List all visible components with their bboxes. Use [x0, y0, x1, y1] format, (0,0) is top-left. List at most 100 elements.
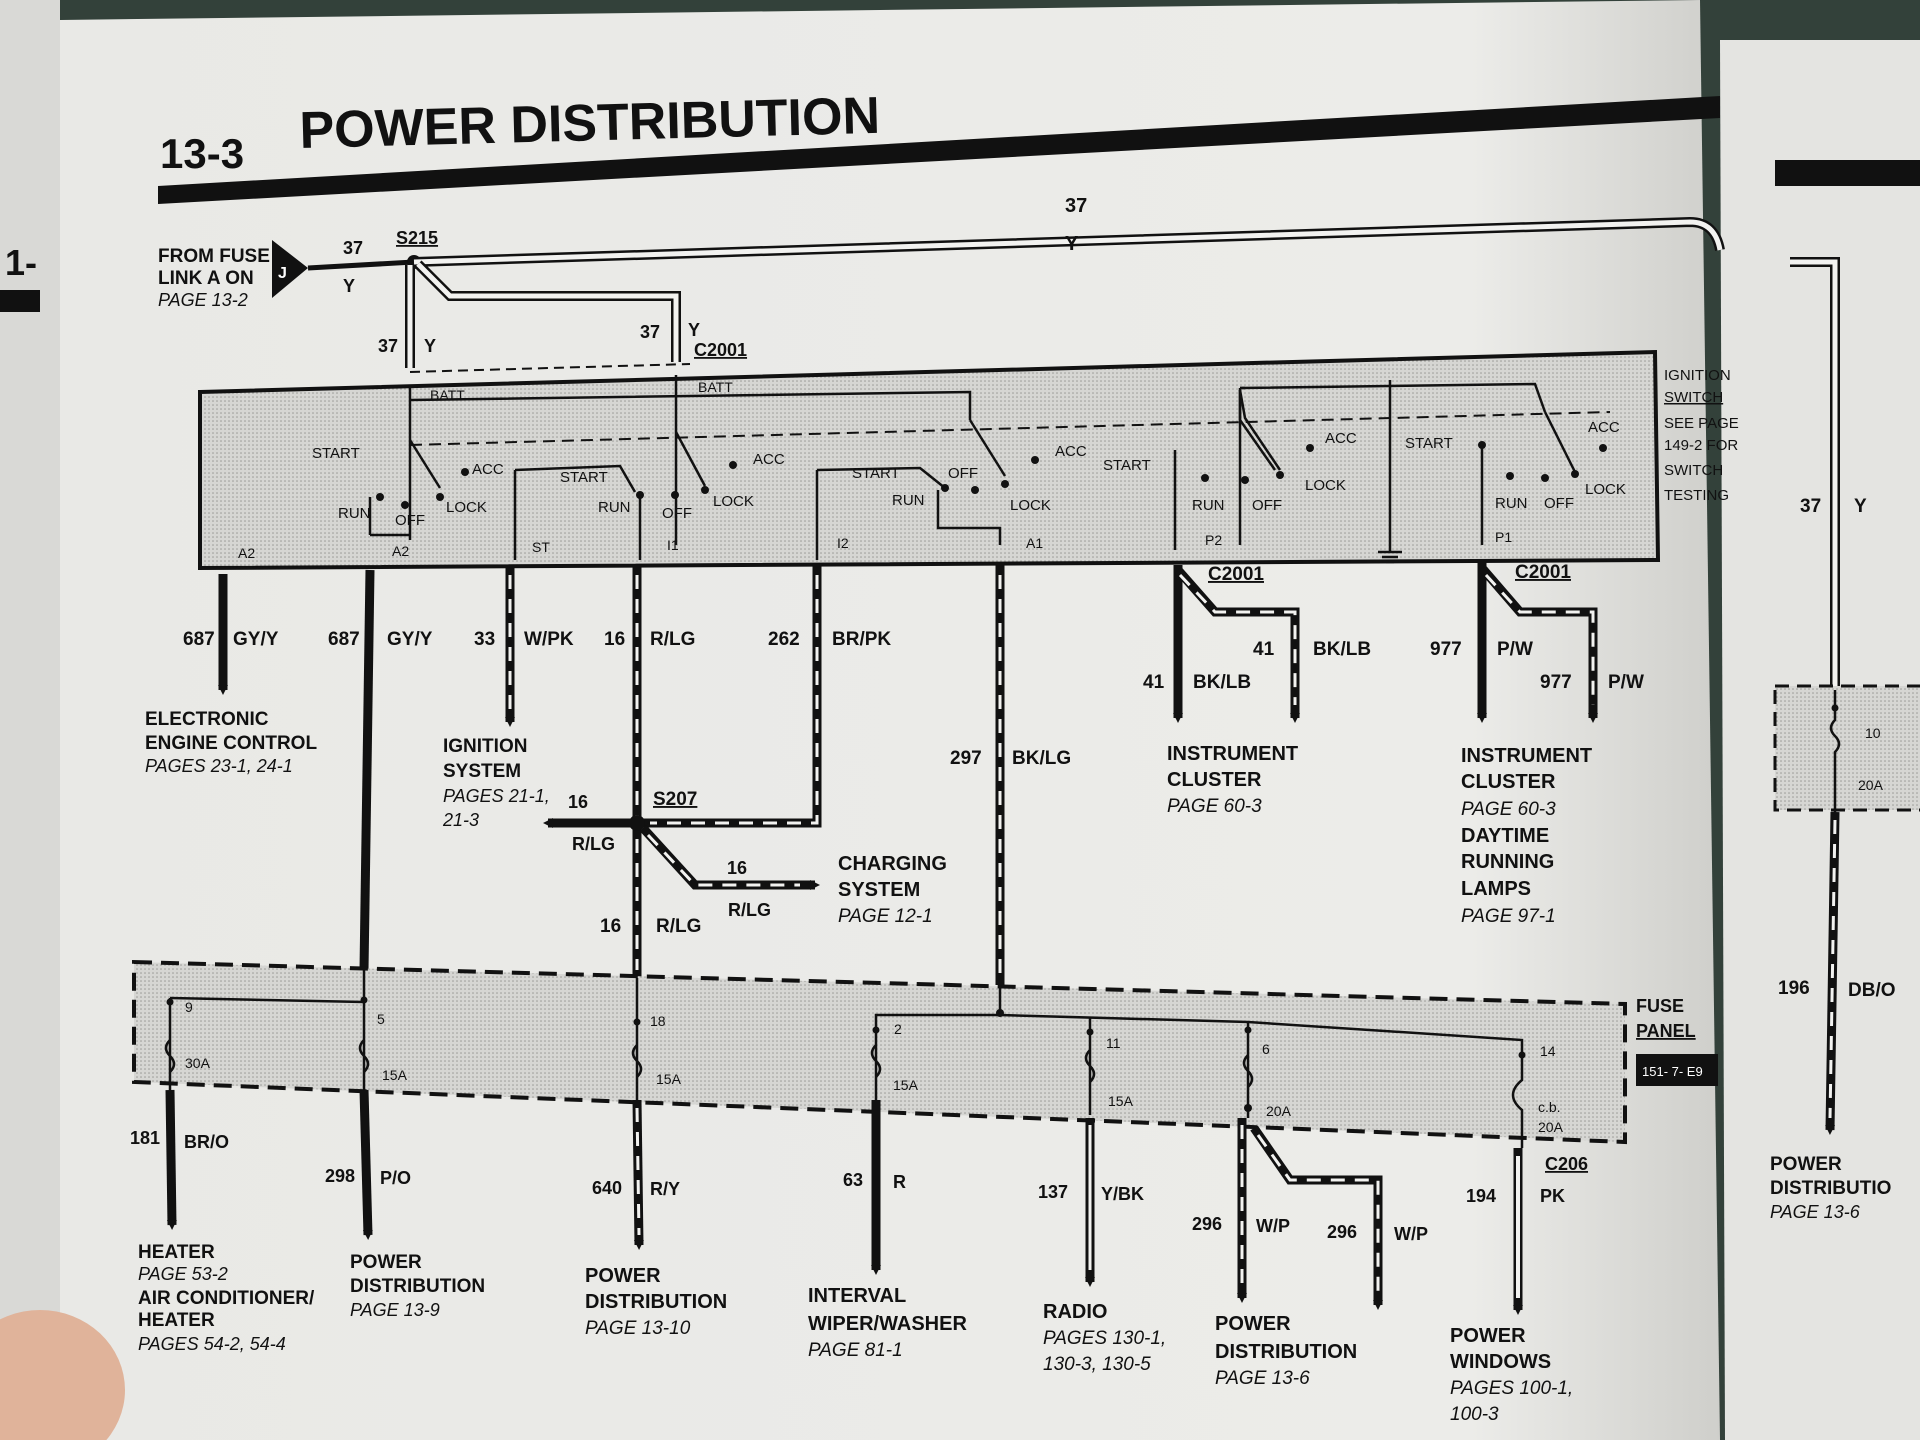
svg-text:BK/LB: BK/LB — [1313, 639, 1371, 660]
svg-text:ENGINE CONTROL: ENGINE CONTROL — [145, 733, 317, 754]
svg-text:R/LG: R/LG — [656, 916, 701, 937]
svg-text:ACC: ACC — [1055, 443, 1087, 460]
svg-text:297: 297 — [950, 748, 982, 769]
svg-text:181: 181 — [130, 1128, 160, 1148]
svg-text:FUSE: FUSE — [1636, 996, 1684, 1016]
svg-text:A1: A1 — [1026, 535, 1043, 551]
svg-text:START: START — [852, 465, 900, 482]
svg-text:PAGE 53-2: PAGE 53-2 — [138, 1264, 228, 1284]
svg-text:SEE PAGE: SEE PAGE — [1664, 415, 1739, 432]
svg-text:PAGES 54-2, 54-4: PAGES 54-2, 54-4 — [138, 1334, 286, 1354]
thumb — [0, 1310, 125, 1440]
svg-text:194: 194 — [1466, 1186, 1496, 1206]
svg-text:P/O: P/O — [380, 1168, 411, 1188]
svg-text:A2: A2 — [238, 545, 255, 561]
fuse-link-feed: FROM FUSE LINK A ON PAGE 13-2 J 37 Y S21… — [158, 228, 438, 310]
svg-text:16: 16 — [600, 916, 621, 937]
svg-text:ACC: ACC — [753, 451, 785, 468]
svg-text:9: 9 — [185, 999, 193, 1015]
svg-text:c.b.: c.b. — [1538, 1099, 1561, 1115]
svg-text:37: 37 — [1800, 496, 1821, 517]
svg-text:DISTRIBUTION: DISTRIBUTION — [1215, 1341, 1357, 1363]
svg-text:Y: Y — [688, 320, 700, 340]
svg-text:Y: Y — [1065, 233, 1079, 255]
svg-text:LOCK: LOCK — [446, 499, 487, 516]
svg-text:WINDOWS: WINDOWS — [1450, 1351, 1551, 1373]
main-page — [60, 0, 1720, 1440]
svg-text:J: J — [278, 265, 287, 282]
svg-text:37: 37 — [1065, 195, 1087, 217]
svg-text:CLUSTER: CLUSTER — [1167, 769, 1262, 791]
svg-text:W/P: W/P — [1256, 1216, 1290, 1236]
svg-text:41: 41 — [1143, 672, 1165, 693]
svg-text:Y: Y — [1854, 496, 1867, 517]
svg-text:BATT: BATT — [698, 379, 733, 395]
svg-text:15A: 15A — [382, 1067, 408, 1083]
svg-text:START: START — [1405, 435, 1453, 452]
section-number: 13-3 — [160, 130, 244, 177]
fuse-panel-tag — [1636, 1054, 1718, 1086]
svg-text:DISTRIBUTIO: DISTRIBUTIO — [1770, 1178, 1891, 1199]
svg-text:INSTRUMENT: INSTRUMENT — [1167, 743, 1298, 765]
svg-text:P2: P2 — [1205, 532, 1222, 548]
svg-text:OFF: OFF — [948, 465, 978, 482]
svg-text:OFF: OFF — [1252, 497, 1282, 514]
ignition-switch: BATT BATT START RUN OFF ACC LOCK — [198, 349, 1739, 571]
svg-text:INTERVAL: INTERVAL — [808, 1285, 906, 1307]
svg-text:137: 137 — [1038, 1182, 1068, 1202]
svg-text:DISTRIBUTION: DISTRIBUTION — [350, 1276, 485, 1297]
svg-text:RUNNING: RUNNING — [1461, 851, 1554, 873]
svg-text:LOCK: LOCK — [1010, 497, 1051, 514]
svg-text:PANEL: PANEL — [1636, 1021, 1696, 1041]
svg-text:IGNITION: IGNITION — [443, 736, 527, 757]
svg-text:GY/Y: GY/Y — [233, 629, 279, 650]
svg-text:IGNITION: IGNITION — [1664, 367, 1731, 384]
fuse-panel: FUSE PANEL 151- 7- E9 9 30A 5 15A 18 — [132, 959, 1718, 1148]
svg-text:START: START — [560, 469, 608, 486]
lower-wires: 181 BR/O 298 P/O 640 R/Y 63 R 137 Y/BK 2… — [130, 1089, 1588, 1315]
svg-text:14: 14 — [1540, 1043, 1556, 1059]
svg-text:POWER: POWER — [585, 1265, 661, 1287]
svg-text:11: 11 — [1106, 1035, 1121, 1051]
svg-text:640: 640 — [592, 1178, 622, 1198]
svg-text:BR/PK: BR/PK — [832, 629, 891, 650]
svg-text:I2: I2 — [837, 535, 849, 551]
svg-text:41: 41 — [1253, 639, 1275, 660]
svg-text:RUN: RUN — [338, 505, 371, 522]
svg-text:PAGES 100-1,: PAGES 100-1, — [1450, 1378, 1573, 1399]
svg-text:18: 18 — [650, 1013, 666, 1029]
svg-text:63: 63 — [843, 1170, 863, 1190]
svg-text:R/LG: R/LG — [650, 629, 695, 650]
svg-text:296: 296 — [1192, 1214, 1222, 1234]
svg-text:AIR CONDITIONER/: AIR CONDITIONER/ — [138, 1288, 315, 1309]
svg-text:RUN: RUN — [1495, 495, 1528, 512]
svg-text:HEATER: HEATER — [138, 1242, 215, 1263]
svg-text:15A: 15A — [1108, 1093, 1134, 1109]
upper-wires: 687 GY/Y 687 GY/Y 33 W/PK 16 R/LG 262 BR… — [183, 562, 1644, 985]
svg-text:W/P: W/P — [1394, 1224, 1428, 1244]
svg-text:977: 977 — [1430, 639, 1462, 660]
svg-text:SWITCH: SWITCH — [1664, 462, 1723, 479]
svg-text:START: START — [1103, 457, 1151, 474]
svg-text:15A: 15A — [656, 1071, 682, 1087]
svg-text:SYSTEM: SYSTEM — [838, 879, 920, 901]
svg-text:DISTRIBUTION: DISTRIBUTION — [585, 1291, 727, 1313]
svg-text:BK/LB: BK/LB — [1193, 672, 1251, 693]
svg-text:WIPER/WASHER: WIPER/WASHER — [808, 1313, 967, 1335]
top-wire-37: 37 Y — [413, 195, 1725, 267]
svg-text:PAGE 60-3: PAGE 60-3 — [1461, 799, 1556, 820]
svg-text:296: 296 — [1327, 1222, 1357, 1242]
title-rule — [158, 96, 1720, 204]
svg-text:ACC: ACC — [1588, 419, 1620, 436]
svg-text:R/LG: R/LG — [728, 900, 771, 920]
switch-contacts-3: START OFF RUN ACC LOCK — [815, 419, 1087, 560]
svg-text:ELECTRONIC: ELECTRONIC — [145, 709, 269, 730]
svg-text:POWER: POWER — [1215, 1313, 1291, 1335]
switch-contacts-5: START RUN OFF ACC LOCK — [1405, 411, 1626, 545]
svg-text:100-3: 100-3 — [1450, 1404, 1499, 1425]
svg-text:ACC: ACC — [472, 461, 504, 478]
svg-text:SWITCH: SWITCH — [1664, 389, 1723, 406]
svg-text:DAYTIME: DAYTIME — [1461, 825, 1549, 847]
svg-text:P1: P1 — [1495, 529, 1512, 545]
